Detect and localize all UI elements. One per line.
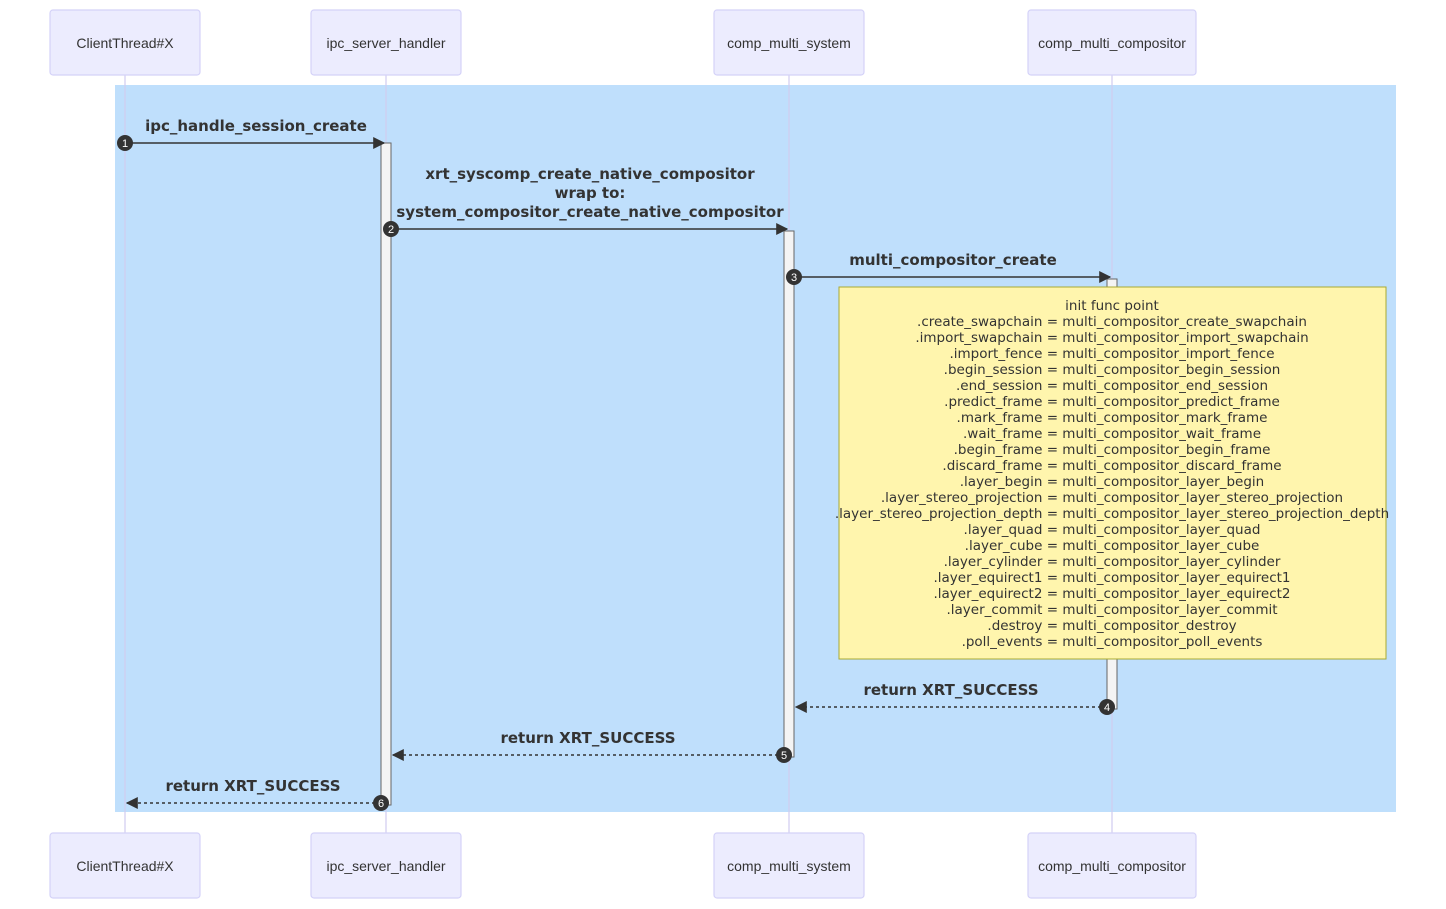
sequence-badge — [383, 221, 399, 237]
actor-label: ipc_server_handler — [326, 35, 445, 51]
note-line: .layer_cylinder = multi_compositor_layer… — [944, 554, 1281, 570]
note-line: .predict_frame = multi_compositor_predic… — [944, 394, 1280, 410]
message-label-line-2: wrap to: — [555, 184, 626, 202]
actor-label: comp_multi_system — [727, 858, 851, 874]
message-2: xrt_syscomp_create_native_compositor wra… — [383, 165, 789, 237]
sequence-number: 4 — [1104, 702, 1110, 714]
note-line: .begin_frame = multi_compositor_begin_fr… — [954, 442, 1271, 458]
note-line: .layer_cube = multi_compositor_layer_cub… — [965, 538, 1260, 554]
sequence-number: 2 — [388, 224, 394, 236]
sequence-badge — [776, 747, 792, 763]
note-text-block: init func point.create_swapchain = multi… — [835, 298, 1389, 650]
message-label-line-3: system_compositor_create_native_composit… — [396, 203, 784, 221]
actor-label: comp_multi_compositor — [1038, 858, 1186, 874]
actor-label: comp_multi_compositor — [1038, 35, 1186, 51]
message-label: return XRT_SUCCESS — [500, 729, 675, 747]
sequence-number: 3 — [791, 272, 797, 284]
note-line: .create_swapchain = multi_compositor_cre… — [917, 314, 1307, 330]
note-line: .layer_equirect2 = multi_compositor_laye… — [933, 586, 1290, 602]
message-label: return XRT_SUCCESS — [165, 777, 340, 795]
note-line: .poll_events = multi_compositor_poll_eve… — [962, 634, 1263, 650]
activation-system — [783, 230, 795, 758]
activation-ipc — [380, 142, 392, 806]
actor-top-ipc: ipc_server_handler — [310, 9, 462, 76]
note-line: .discard_frame = multi_compositor_discar… — [942, 458, 1281, 474]
note-line: .import_fence = multi_compositor_import_… — [949, 346, 1274, 362]
message-label: multi_compositor_create — [849, 251, 1057, 269]
message-4: return XRT_SUCCESS 4 — [794, 681, 1115, 715]
note-line: .end_session = multi_compositor_end_sess… — [956, 378, 1268, 394]
note-line: .begin_session = multi_compositor_begin_… — [944, 362, 1281, 378]
note-title: init func point — [1065, 298, 1159, 314]
note-line: .layer_stereo_projection_depth = multi_c… — [835, 506, 1389, 522]
note-line: .layer_stereo_projection = multi_composi… — [881, 490, 1343, 506]
actor-bottom-compositor: comp_multi_compositor — [1027, 832, 1197, 899]
actor-bottom-client: ClientThread#X — [49, 832, 201, 899]
sequence-number: 5 — [781, 750, 787, 762]
sequence-badge — [373, 795, 389, 811]
note-line: .wait_frame = multi_compositor_wait_fram… — [963, 426, 1261, 442]
message-label: return XRT_SUCCESS — [863, 681, 1038, 699]
message-label-line-1: xrt_syscomp_create_native_compositor — [425, 165, 755, 183]
sequence-badge — [786, 269, 802, 285]
message-label: ipc_handle_session_create — [145, 117, 367, 135]
sequence-number: 6 — [378, 798, 384, 810]
message-6: return XRT_SUCCESS 6 — [125, 777, 389, 811]
message-5: return XRT_SUCCESS 5 — [391, 729, 792, 763]
message-1: ipc_handle_session_create 1 — [117, 117, 386, 151]
note-line: .mark_frame = multi_compositor_mark_fram… — [957, 410, 1268, 426]
note: init func point.create_swapchain = multi… — [835, 286, 1389, 660]
actor-top-client: ClientThread#X — [49, 9, 201, 76]
actor-label: ipc_server_handler — [326, 858, 445, 874]
note-line: .destroy = multi_compositor_destroy — [987, 618, 1236, 634]
note-line: .layer_commit = multi_compositor_layer_c… — [946, 602, 1277, 618]
actor-label: comp_multi_system — [727, 35, 851, 51]
note-line: .import_swapchain = multi_compositor_imp… — [915, 330, 1308, 346]
sequence-number: 1 — [122, 138, 128, 150]
note-line: .layer_equirect1 = multi_compositor_laye… — [933, 570, 1290, 586]
note-line: .layer_begin = multi_compositor_layer_be… — [960, 474, 1264, 490]
actor-top-compositor: comp_multi_compositor — [1027, 9, 1197, 76]
sequence-badge — [1099, 699, 1115, 715]
message-3: multi_compositor_create 3 — [786, 251, 1112, 285]
note-box — [838, 286, 1387, 660]
actor-bottom-ipc: ipc_server_handler — [310, 832, 462, 899]
actor-label: ClientThread#X — [76, 858, 174, 874]
actor-label: ClientThread#X — [76, 35, 174, 51]
sequence-badge — [117, 135, 133, 151]
actor-top-system: comp_multi_system — [713, 9, 865, 76]
actor-bottom-system: comp_multi_system — [713, 832, 865, 899]
note-line: .layer_quad = multi_compositor_layer_qua… — [964, 522, 1261, 538]
